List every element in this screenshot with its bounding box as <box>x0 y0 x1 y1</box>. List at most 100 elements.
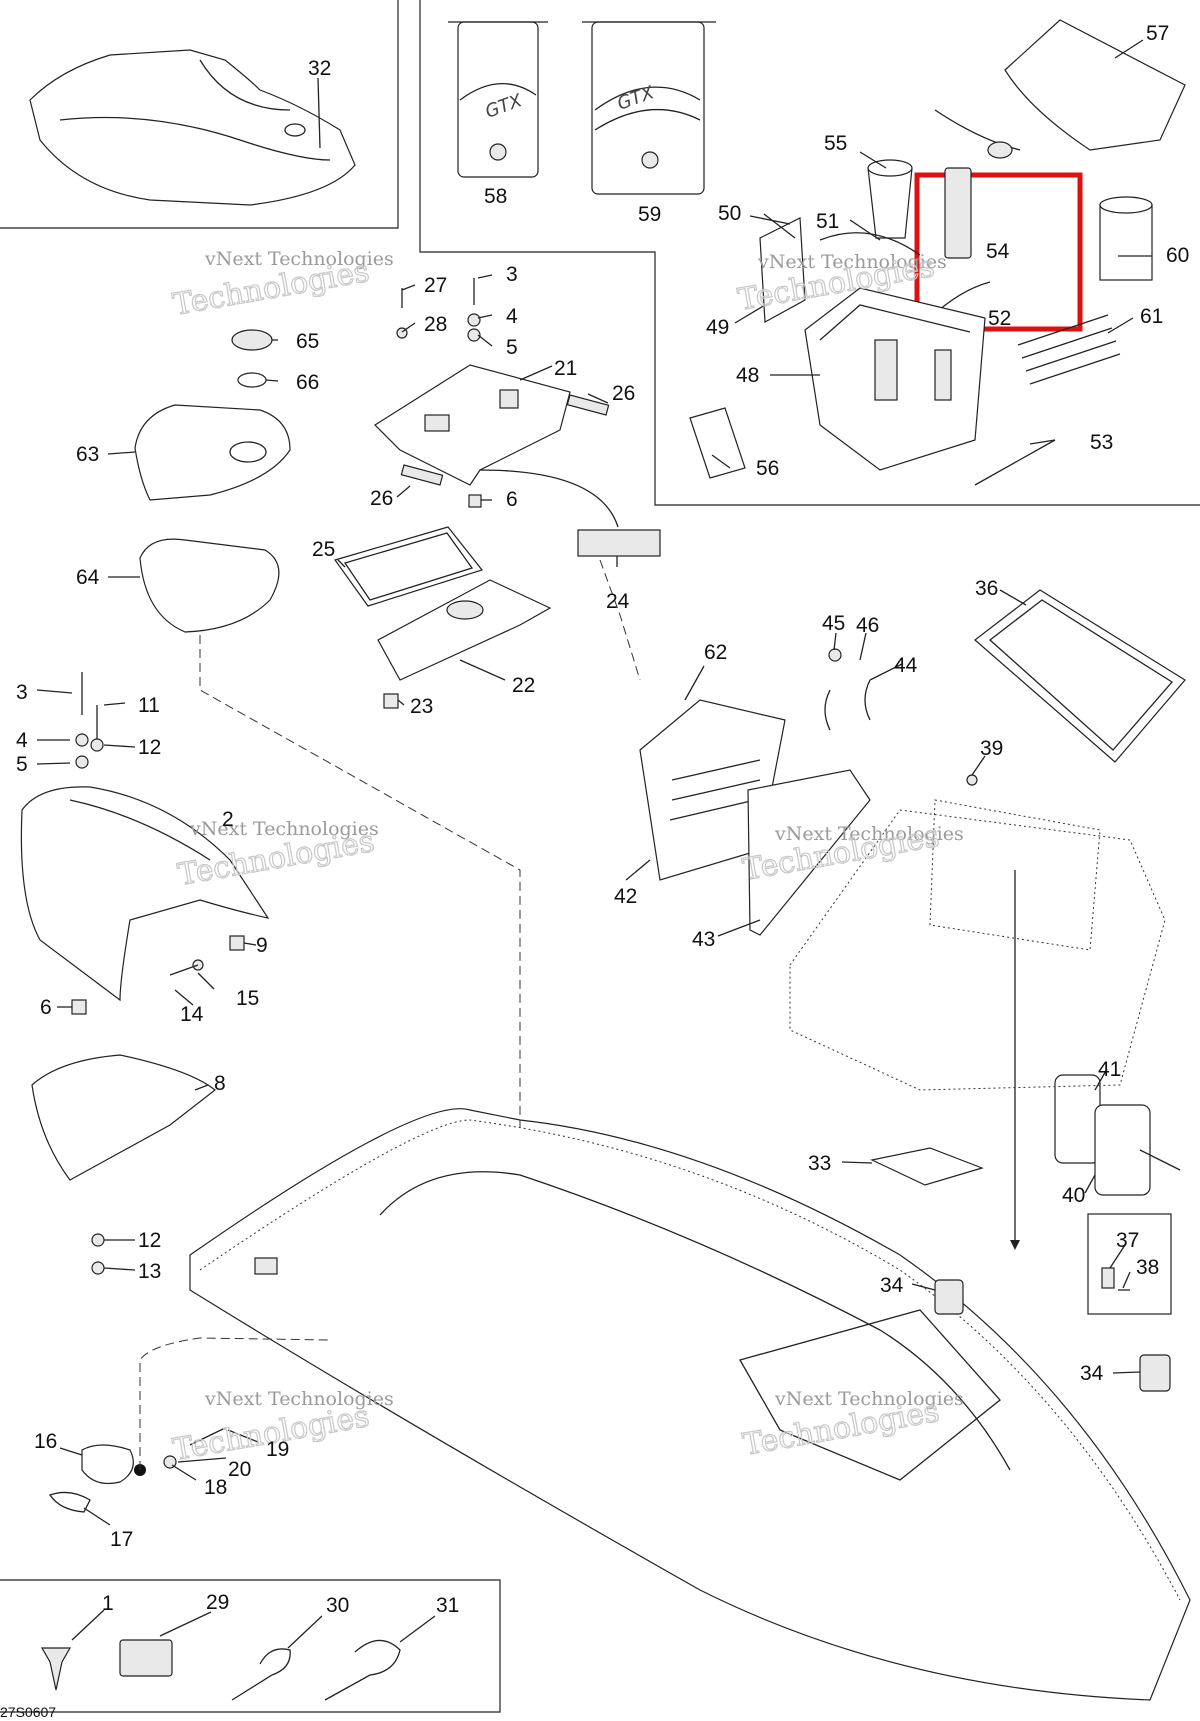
part-number-57: 57 <box>1146 22 1169 45</box>
part-53-drawing <box>974 439 1056 486</box>
part-number-26b: 26 <box>370 487 393 510</box>
part-number-60: 60 <box>1166 244 1189 267</box>
part-number-21: 21 <box>554 357 577 380</box>
part-number-11: 11 <box>138 694 160 717</box>
part-number-5: 5 <box>506 336 518 359</box>
part-34-plug-drawing <box>934 1279 964 1315</box>
part-number-63: 63 <box>76 443 99 466</box>
watermark-text: vNext Technologies <box>189 818 379 840</box>
part-number-19: 19 <box>266 1438 289 1461</box>
part-number-52: 52 <box>988 307 1011 330</box>
part-37-drawing <box>1101 1267 1115 1289</box>
part-number-51: 51 <box>816 210 839 233</box>
part-number-59: 59 <box>638 203 661 226</box>
part-57-cushion-drawing <box>1004 19 1186 151</box>
part-16-drawing <box>81 1444 134 1485</box>
part-number-31: 31 <box>436 1594 459 1617</box>
part-number-3: 3 <box>506 263 518 286</box>
part-number-61: 61 <box>1140 305 1163 328</box>
part-number-4: 4 <box>506 305 518 328</box>
part-number-17: 17 <box>110 1528 133 1551</box>
part-number-3b: 3 <box>16 681 28 704</box>
part-number-41: 41 <box>1098 1058 1121 1081</box>
part-49-plate-drawing <box>759 217 806 323</box>
part-56-block-drawing <box>689 407 746 479</box>
part-number-36: 36 <box>975 577 998 600</box>
hull-drawing <box>189 1108 1191 1701</box>
part-number-22: 22 <box>512 674 535 697</box>
part-number-9: 9 <box>256 934 268 957</box>
part-21-tray-drawing <box>374 364 571 486</box>
part-number-labels: 1 2 3 3 4 4 5 5 6 6 8 9 11 12 12 13 14 1… <box>16 22 1189 1617</box>
part-number-12b: 12 <box>138 1229 161 1252</box>
part-number-6b: 6 <box>40 996 52 1019</box>
watermark-text: vNext Technologies <box>204 248 394 270</box>
part-number-18: 18 <box>204 1476 227 1499</box>
part-24-label-drawing <box>577 529 661 557</box>
part-number-13: 13 <box>138 1260 161 1283</box>
part-number-66: 66 <box>296 371 319 394</box>
part-number-1: 1 <box>102 1592 114 1615</box>
part-2-cover-drawing <box>20 786 270 1002</box>
part-number-15: 15 <box>236 987 259 1010</box>
part-60-drawing <box>1099 204 1153 281</box>
part-number-6: 6 <box>506 488 518 511</box>
part-33-drawing <box>870 1147 984 1186</box>
drawing-code: 27S0607 <box>0 1704 56 1720</box>
part-number-46: 46 <box>856 614 879 637</box>
part-number-4b: 4 <box>16 729 28 752</box>
part-illustrations <box>20 19 1191 1701</box>
part-29-drawing <box>119 1639 173 1677</box>
part-number-54: 54 <box>986 240 1010 263</box>
part-22-tray-drawing <box>377 579 552 681</box>
part-61-drawing <box>1017 314 1121 385</box>
part-66-drawing <box>237 372 267 388</box>
routing-lines <box>199 559 1020 1250</box>
part-number-25: 25 <box>312 538 335 561</box>
part-63-glovebox-drawing <box>134 404 291 501</box>
part-number-16: 16 <box>34 1430 57 1453</box>
part-36-gasket-drawing <box>974 589 1186 763</box>
part-number-65: 65 <box>296 330 319 353</box>
part-number-29: 29 <box>206 1591 229 1614</box>
part-number-34b: 34 <box>1080 1362 1104 1385</box>
part-number-2: 2 <box>222 808 234 831</box>
watermark-text: vNext Technologies <box>774 823 964 845</box>
part-8-panel-drawing <box>31 1054 216 1181</box>
part-number-38: 38 <box>1136 1256 1159 1279</box>
part-number-64: 64 <box>76 566 100 589</box>
part-number-37: 37 <box>1116 1229 1139 1252</box>
part-number-14: 14 <box>180 1003 204 1026</box>
part-number-44: 44 <box>894 654 918 677</box>
part-number-62: 62 <box>704 641 727 664</box>
part-number-12: 12 <box>138 736 161 759</box>
watermark-text: vNext Technologies <box>757 251 947 273</box>
part-number-45: 45 <box>822 612 845 635</box>
part-number-5b: 5 <box>16 753 28 776</box>
part-number-33: 33 <box>808 1152 831 1175</box>
part-number-49: 49 <box>706 316 729 339</box>
part-number-56: 56 <box>756 457 779 480</box>
part-number-40: 40 <box>1062 1184 1085 1207</box>
part-number-27: 27 <box>424 274 447 297</box>
part-number-39: 39 <box>980 737 1003 760</box>
part-30-drawing <box>231 1648 291 1701</box>
part-number-28: 28 <box>424 313 447 336</box>
part-43-gasket-drawing <box>747 769 871 936</box>
part-65-drawing <box>231 329 273 351</box>
part-1-drawing <box>40 1647 72 1691</box>
part-41-drawing <box>1054 1074 1101 1164</box>
part-number-23: 23 <box>410 695 433 718</box>
part-64-gasket-drawing <box>139 538 280 633</box>
leader-lines <box>36 39 1181 1649</box>
part-25-gasket-drawing <box>334 526 484 607</box>
part-number-26: 26 <box>612 382 635 405</box>
part-55-cup-drawing <box>867 167 913 239</box>
part-number-24: 24 <box>606 590 630 613</box>
part-number-55: 55 <box>824 132 847 155</box>
part-number-42: 42 <box>614 885 637 908</box>
part-40-drawing <box>1094 1104 1151 1196</box>
part-number-53: 53 <box>1090 431 1113 454</box>
